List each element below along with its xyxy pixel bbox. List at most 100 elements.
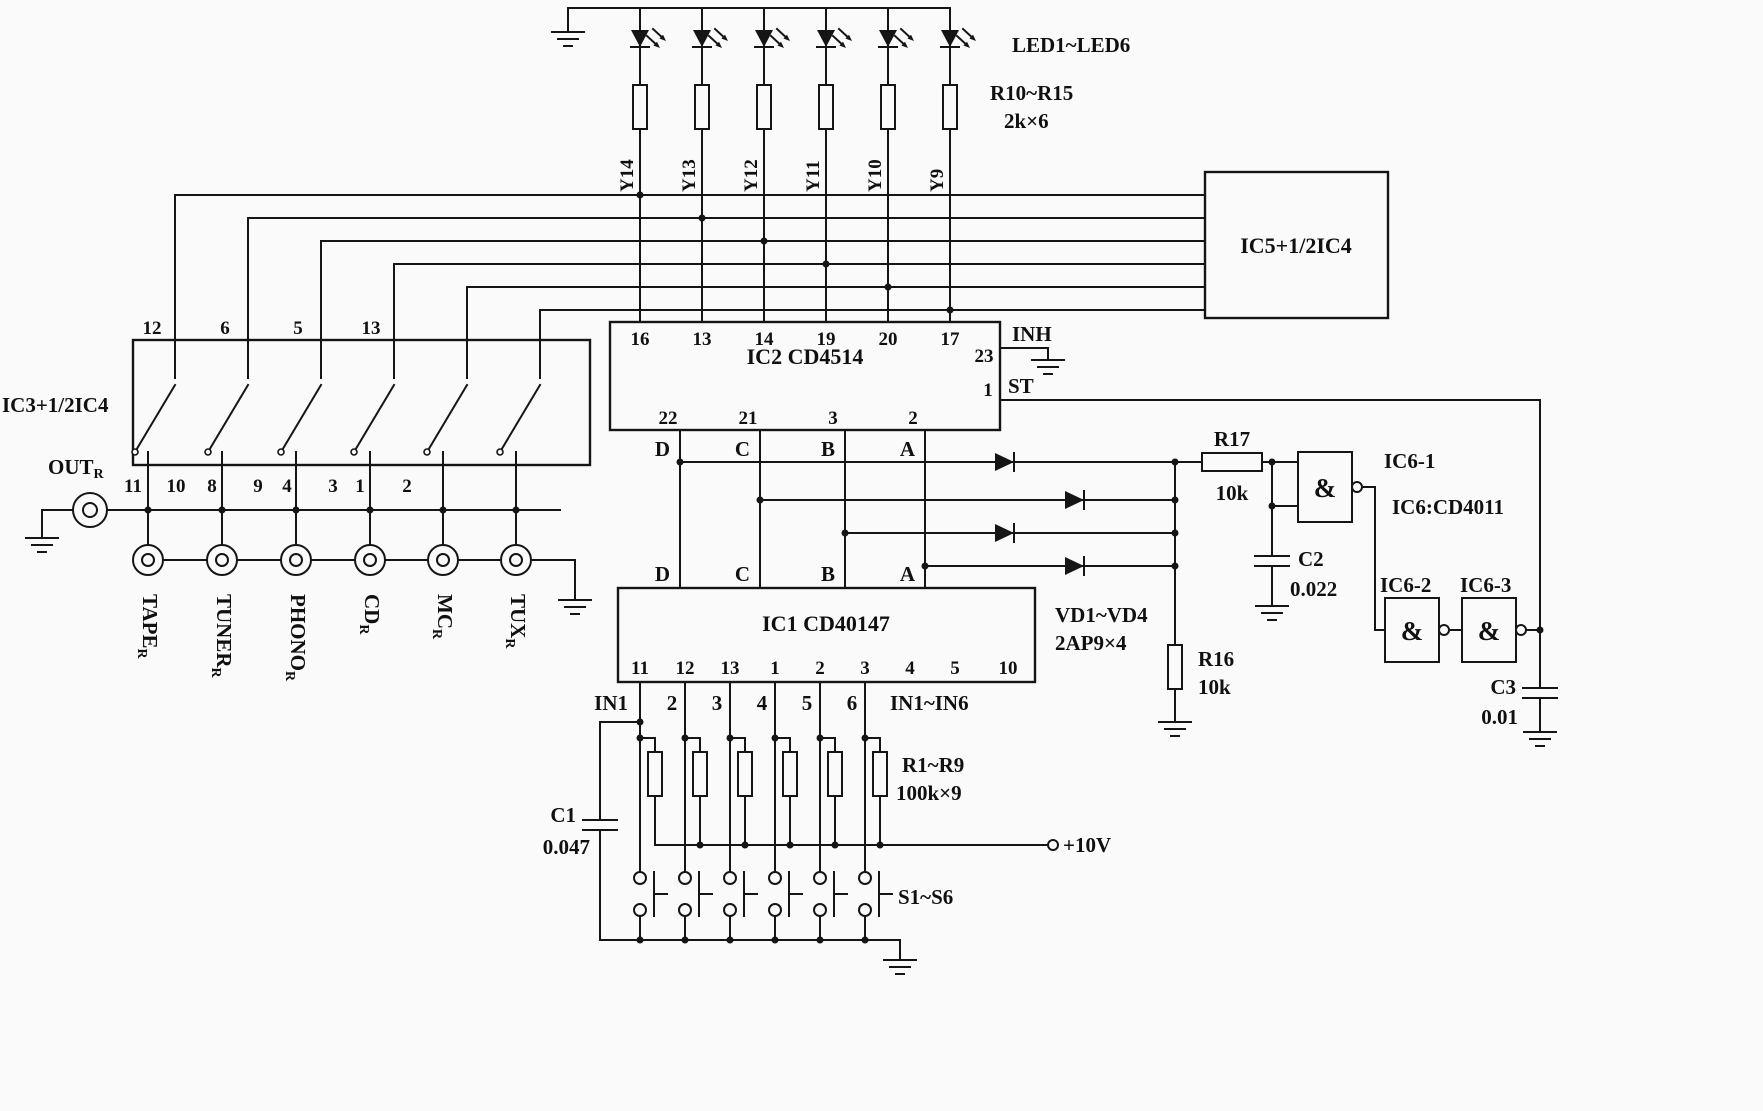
switch-contact-icon xyxy=(678,871,692,885)
nand-symbol: & xyxy=(1478,616,1501,646)
switch-contact-icon xyxy=(768,871,782,885)
contact-icon xyxy=(204,448,212,456)
ic2-pin: 21 xyxy=(739,408,758,429)
ic2-pin: 2 xyxy=(908,408,918,429)
led-icon xyxy=(817,29,852,48)
ic1-pin: 13 xyxy=(721,658,740,679)
c1-value: 0.047 xyxy=(543,835,590,859)
switch-pin: 4 xyxy=(282,476,292,497)
c2-label: C2 xyxy=(1298,547,1324,571)
label-res-top: R10~R15 xyxy=(990,81,1073,105)
switch-contact-icon xyxy=(813,903,827,917)
junction-dot xyxy=(636,936,644,944)
junction-dot xyxy=(884,283,892,291)
ic6-label: IC6:CD4011 xyxy=(1392,495,1504,519)
resistor-icon xyxy=(872,751,888,797)
pushbutton-icon xyxy=(653,871,668,917)
junction-dot xyxy=(696,841,704,849)
c3-label: C3 xyxy=(1490,675,1516,699)
out-label-sub: R xyxy=(94,467,105,482)
nand-symbol: & xyxy=(1314,473,1337,503)
switch-contact-icon xyxy=(723,871,737,885)
jack-name: PHONO xyxy=(286,594,310,671)
led-icon xyxy=(941,29,976,48)
junction-dot xyxy=(876,841,884,849)
junction-dot xyxy=(1268,502,1276,510)
junction-dot xyxy=(512,506,520,514)
jack-sub: R xyxy=(429,629,444,640)
out-label: OUTR xyxy=(48,455,105,482)
contact-icon xyxy=(131,448,139,456)
led-icon xyxy=(879,29,914,48)
switch-pin: 8 xyxy=(207,476,217,497)
junction-dot xyxy=(760,237,768,245)
ic2-pin: 13 xyxy=(693,329,712,350)
junction-dot xyxy=(786,841,794,849)
label-led-range: LED1~LED6 xyxy=(1012,33,1130,57)
bus-label: A xyxy=(900,437,916,461)
ic2-pin: 20 xyxy=(879,329,898,350)
bus-label: C xyxy=(735,562,750,586)
junction-dot xyxy=(292,506,300,514)
capacitor-icon xyxy=(582,819,618,831)
switch-bank: IC3+1/2IC4 12 6 5 13 11 10 8 9 4 3 1 2 xyxy=(2,318,592,497)
in-label: 6 xyxy=(847,691,858,715)
switch-pin: 1 xyxy=(355,476,365,497)
ic3-label: IC3+1/2IC4 xyxy=(2,393,109,417)
switch-pin: 2 xyxy=(402,476,412,497)
junction-dot xyxy=(636,734,644,742)
r1-r9-value: 100k×9 xyxy=(896,781,962,805)
switch-pin: 6 xyxy=(220,318,230,339)
junction-dot xyxy=(726,936,734,944)
jack-sub: R xyxy=(208,668,223,679)
junction-dot xyxy=(698,214,706,222)
bus-label: C xyxy=(735,437,750,461)
switch-pin: 9 xyxy=(253,476,263,497)
gate2-label: IC6-2 xyxy=(1380,573,1431,597)
jack-name: CD xyxy=(360,594,384,624)
label-res-top-value: 2k×6 xyxy=(1004,109,1049,133)
switch-contact-icon xyxy=(633,903,647,917)
contact-icon xyxy=(350,448,358,456)
switch-bank-box xyxy=(131,338,592,467)
jack-label: TUNERR xyxy=(208,594,236,679)
junction-dot xyxy=(946,306,954,314)
bus-label: D xyxy=(655,562,670,586)
ic1-block: IC1 CD40147 11 12 13 1 2 3 4 5 10 IN1 2 … xyxy=(594,586,1037,715)
inh-label: INH xyxy=(1012,322,1052,346)
resistor-icon xyxy=(782,751,798,797)
in-label: 3 xyxy=(712,691,723,715)
resistor-icon xyxy=(632,84,648,130)
diode-icon xyxy=(994,523,1015,543)
contact-icon xyxy=(496,448,504,456)
pushbutton-icon xyxy=(833,871,848,917)
inverter-bubble-icon xyxy=(1438,624,1450,636)
jack-pin-icon xyxy=(141,553,155,567)
inh-pin: 23 xyxy=(975,346,994,367)
nand-gate-box xyxy=(1384,597,1440,663)
ic1-pin: 4 xyxy=(905,658,915,679)
switch-contact-icon xyxy=(723,903,737,917)
inverter-bubble-icon xyxy=(1515,624,1527,636)
switch-contact-icon xyxy=(858,903,872,917)
ic2-pin: 3 xyxy=(828,408,838,429)
switch-contact-icon xyxy=(678,903,692,917)
diode-icon xyxy=(1064,556,1085,576)
ground-icon xyxy=(883,947,917,975)
ground-icon xyxy=(1255,593,1289,621)
junction-dot xyxy=(771,734,779,742)
bus-label: A xyxy=(900,562,916,586)
switch-pin: 3 xyxy=(328,476,338,497)
contact-icon xyxy=(423,448,431,456)
ic1-pin: 3 xyxy=(860,658,870,679)
jack-name: TUX xyxy=(506,594,530,638)
s1-s6-label: S1~S6 xyxy=(898,885,953,909)
decoder-output-wires xyxy=(174,191,1206,379)
jack-pin-icon xyxy=(215,553,229,567)
switch-pin: 5 xyxy=(293,318,303,339)
junction-dot xyxy=(439,506,447,514)
resistor-icon xyxy=(1201,452,1263,472)
resistor-icon xyxy=(694,84,710,130)
led-icon xyxy=(631,29,666,48)
